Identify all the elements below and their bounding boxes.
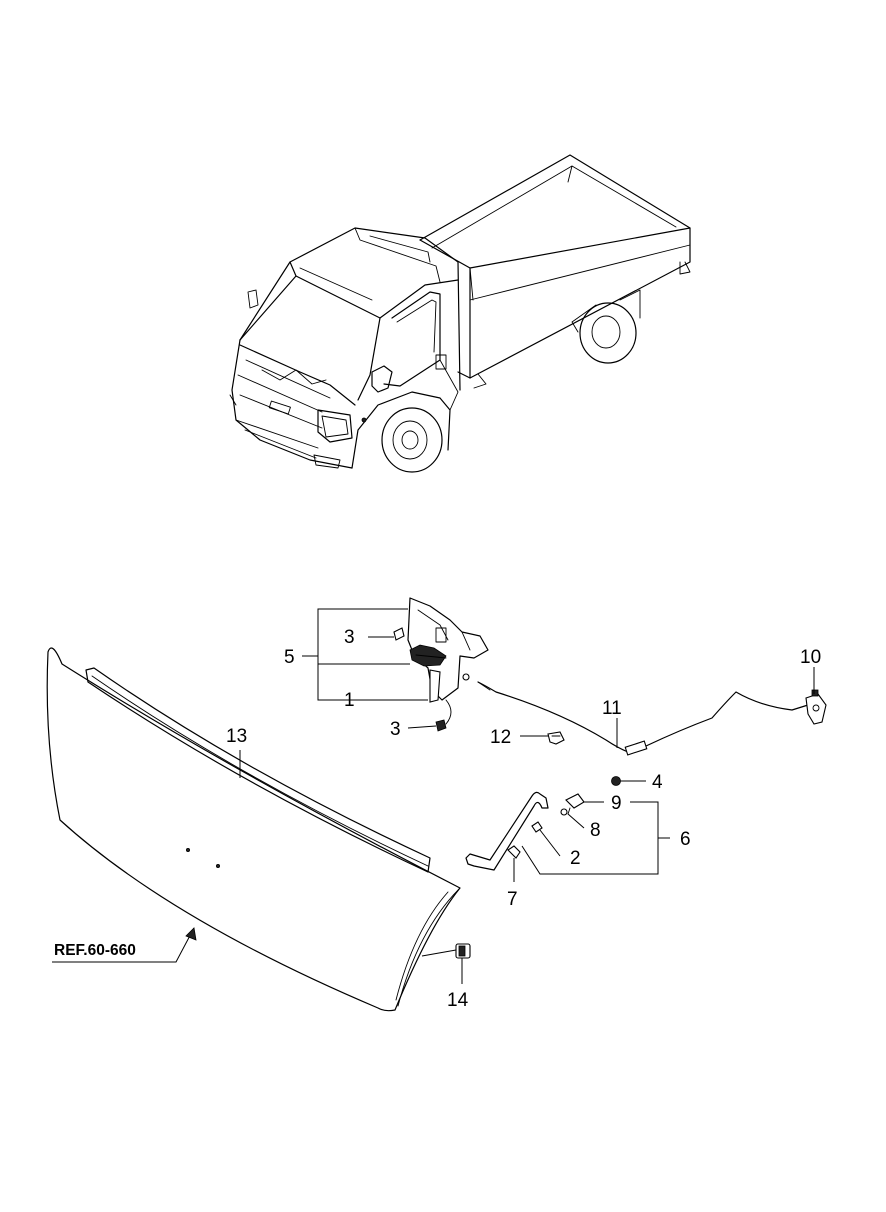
hood-bumper <box>455 943 471 959</box>
callout-3-upper: 3 <box>344 627 355 648</box>
callout-11: 11 <box>602 698 622 719</box>
leader-lines <box>52 608 815 984</box>
callout-8: 8 <box>590 820 601 841</box>
callout-7: 7 <box>507 889 518 910</box>
callout-4: 4 <box>652 772 663 793</box>
callout-9: 9 <box>611 793 622 814</box>
callout-1: 1 <box>344 690 355 711</box>
cargo-bed <box>419 154 691 389</box>
hood-latch-assembly <box>393 597 489 732</box>
callout-12: 12 <box>490 727 511 748</box>
truck-cab <box>229 227 461 473</box>
reference-label: REF.60-660 <box>54 942 136 959</box>
callout-3-lower: 3 <box>390 719 401 740</box>
callout-6: 6 <box>680 829 691 850</box>
callout-14: 14 <box>447 990 469 1011</box>
truck-illustration <box>229 154 691 473</box>
release-cable <box>462 673 827 756</box>
hood-panel <box>46 647 461 1012</box>
callout-2: 2 <box>570 848 581 869</box>
callout-labels: 3 5 1 3 13 12 11 10 4 9 8 6 2 7 14 REF.6… <box>54 627 821 1011</box>
callout-5: 5 <box>284 647 295 668</box>
hood-stay-rod <box>465 776 621 871</box>
cable-clip <box>547 731 565 745</box>
callout-10: 10 <box>800 647 821 668</box>
callout-13: 13 <box>226 726 247 747</box>
